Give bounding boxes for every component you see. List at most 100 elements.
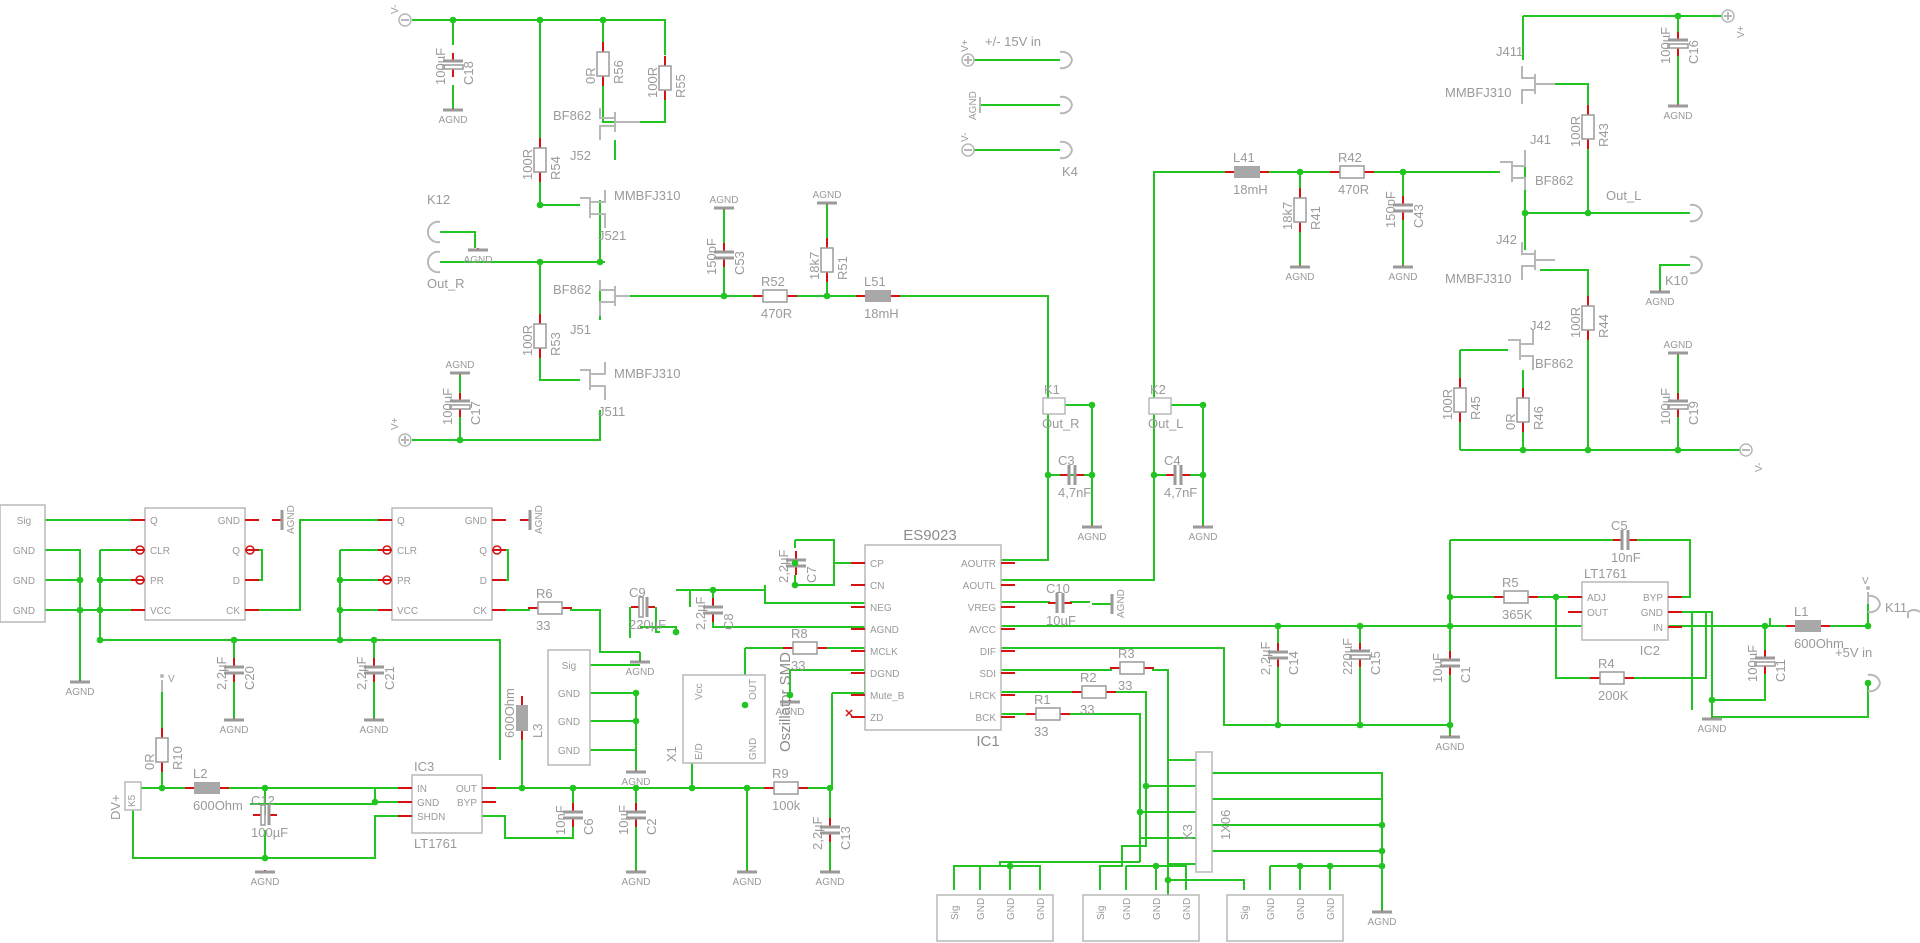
c8-value: 2,2µF — [693, 596, 708, 630]
c8-ref: C8 — [721, 613, 736, 630]
r41-value: 18k7 — [1280, 202, 1295, 230]
j52-ref: J52 — [570, 148, 591, 163]
hb3-pin-3: GND — [1326, 898, 1337, 920]
v-label-2: V — [1862, 576, 1869, 587]
j51-value: BF862 — [553, 282, 591, 297]
agnd-vreg-0: AGND — [1092, 589, 1127, 618]
agnd-symbol-5: AGND — [1078, 525, 1106, 543]
junction-49 — [1446, 721, 1454, 729]
j511-value: MMBFJ310 — [614, 366, 680, 381]
component-r43 — [1581, 105, 1595, 149]
component-r9 — [764, 781, 808, 795]
j521-ref: J521 — [598, 228, 626, 243]
component-r52 — [753, 289, 797, 303]
component-c17 — [449, 393, 471, 417]
ic1-pin-r0: AOUTR — [961, 559, 996, 570]
junction-36 — [371, 798, 379, 806]
r41-ref: R41 — [1308, 206, 1323, 230]
ic1-ref: IC1 — [976, 733, 999, 750]
junction-30 — [370, 636, 378, 644]
k10-label: K10 — [1665, 273, 1688, 288]
c16-ref: C16 — [1686, 40, 1701, 64]
junction-19 — [1584, 446, 1592, 454]
k3-header — [1195, 751, 1213, 873]
ff2-pin-r0: GND — [465, 516, 487, 527]
component-c21 — [364, 658, 384, 682]
r9-value: 100k — [772, 798, 801, 813]
j42-ref: J42 — [1496, 232, 1517, 247]
agnd-label-8: AGND — [1389, 272, 1418, 283]
hb3-pin-0: Sig — [1240, 906, 1251, 920]
agnd-label-6: AGND — [1189, 532, 1218, 543]
c14-ref: C14 — [1286, 651, 1301, 675]
agnd-symbol-3: AGND — [710, 195, 739, 210]
agnd-symbol-20: AGND — [1436, 735, 1464, 753]
junction-9 — [1088, 471, 1096, 479]
ff2-pin-l2: PR — [397, 576, 411, 587]
r2-ref: R2 — [1080, 670, 1097, 685]
hl-pin-0: Sig — [17, 516, 31, 527]
c17-value: 100µF — [440, 388, 455, 425]
l1-ref: L1 — [1794, 604, 1808, 619]
component-c10 — [1048, 593, 1072, 613]
agnd-label-3: AGND — [710, 195, 739, 206]
junction-51 — [1446, 593, 1454, 601]
agnd-symbol-1: AGND — [446, 360, 474, 375]
component-c15 — [1349, 643, 1371, 667]
c15-ref: C15 — [1368, 651, 1383, 675]
osc-pin-out: OUT — [748, 679, 759, 700]
component-r56 — [596, 42, 610, 86]
vplus-label-1: V+ — [390, 417, 401, 430]
c11-value: 100µF — [1745, 645, 1760, 682]
r54-ref: R54 — [548, 156, 563, 180]
ic1-pin-l6: Mute_B — [870, 691, 905, 702]
ff2-body — [391, 507, 493, 621]
junction-50 — [1552, 593, 1560, 601]
component-l1 — [1786, 620, 1830, 632]
ff1-pin-l0: Q — [150, 516, 158, 527]
c5-ref: C5 — [1611, 518, 1628, 533]
osc-pin-vcc: Vcc — [694, 683, 705, 700]
ic2-pin-r1: GND — [1641, 608, 1663, 619]
r10-value: 0R — [142, 753, 157, 770]
k3-value: 1X06 — [1218, 810, 1233, 840]
r4-ref: R4 — [1598, 656, 1615, 671]
component-c1 — [1440, 651, 1460, 675]
junction-31 — [518, 784, 526, 792]
component-c18 — [442, 53, 464, 77]
junction-54 — [1864, 622, 1872, 630]
agnd-label-2: AGND — [464, 255, 493, 266]
component-c2 — [626, 803, 646, 827]
agnd-symbol-12: AGND — [66, 680, 94, 698]
agnd-symbol-18: AGND — [733, 870, 762, 888]
r6-ref: R6 — [536, 586, 553, 601]
junction-48 — [1356, 721, 1364, 729]
r51-ref: R51 — [835, 256, 850, 280]
component-c8 — [703, 598, 723, 622]
vplus-label-3: V+ — [960, 39, 971, 52]
component-r44 — [1581, 296, 1595, 340]
r44-ref: R44 — [1596, 314, 1611, 338]
c4-ref: C4 — [1164, 453, 1181, 468]
agnd-side-label-1: AGND — [534, 505, 545, 534]
junction-32 — [569, 784, 577, 792]
pm15v-label: +/- 15V in — [985, 34, 1041, 49]
ic1-pin-l0: CP — [870, 559, 884, 570]
ic3-pin-r1: BYP — [457, 798, 477, 809]
ic1-pin-r6: LRCK — [969, 691, 996, 702]
component-r45 — [1453, 378, 1467, 422]
junction-45 — [1356, 622, 1364, 630]
junction-2 — [599, 16, 607, 24]
r45-ref: R45 — [1468, 396, 1483, 420]
ff1-pin-l3: VCC — [150, 606, 171, 617]
agnd-label-18: AGND — [733, 877, 762, 888]
ff1-pin-l1: CLR — [150, 546, 170, 557]
l41-value: 18mH — [1233, 182, 1268, 197]
ic3-pin-r0: OUT — [456, 784, 477, 795]
hb2-pin-2: GND — [1152, 898, 1163, 920]
junction-6 — [456, 436, 464, 444]
agnd-label-13: AGND — [220, 725, 249, 736]
header-sig-mid — [547, 649, 591, 766]
r42-ref: R42 — [1338, 150, 1362, 165]
k4-agnd-label: AGND — [968, 91, 979, 120]
